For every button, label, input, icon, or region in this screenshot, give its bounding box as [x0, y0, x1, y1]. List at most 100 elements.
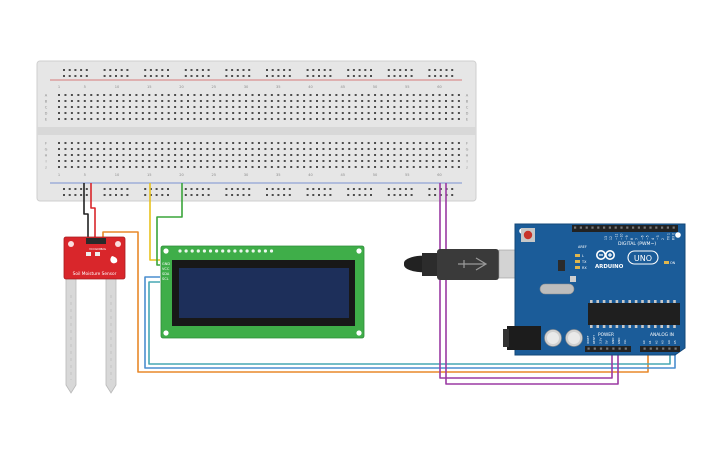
breadboard-hole[interactable] — [328, 118, 331, 120]
breadboard-hole[interactable] — [399, 160, 402, 162]
breadboard-hole[interactable] — [348, 118, 351, 120]
breadboard-hole[interactable] — [232, 160, 235, 162]
breadboard-hole[interactable] — [120, 194, 123, 196]
breadboard-hole[interactable] — [193, 106, 196, 108]
breadboard-hole[interactable] — [180, 94, 183, 96]
breadboard-hole[interactable] — [328, 160, 331, 162]
breadboard-hole[interactable] — [245, 148, 248, 150]
breadboard-hole[interactable] — [103, 100, 106, 102]
breadboard-hole[interactable] — [174, 100, 177, 102]
breadboard-hole[interactable] — [199, 94, 202, 96]
breadboard-hole[interactable] — [148, 148, 151, 150]
breadboard-hole[interactable] — [232, 154, 235, 156]
breadboard-hole[interactable] — [135, 148, 138, 150]
breadboard-hole[interactable] — [257, 148, 260, 150]
breadboard-hole[interactable] — [277, 160, 280, 162]
breadboard-hole[interactable] — [154, 106, 157, 108]
breadboard-hole[interactable] — [425, 112, 428, 114]
breadboard-hole[interactable] — [264, 160, 267, 162]
breadboard-hole[interactable] — [270, 106, 273, 108]
breadboard-hole[interactable] — [70, 142, 73, 144]
breadboard-hole[interactable] — [122, 94, 125, 96]
breadboard-hole[interactable] — [393, 100, 396, 102]
breadboard-hole[interactable] — [96, 118, 99, 120]
breadboard-hole[interactable] — [410, 188, 413, 190]
breadboard-hole[interactable] — [58, 160, 60, 162]
breadboard-hole[interactable] — [432, 94, 435, 96]
breadboard-hole[interactable] — [193, 100, 196, 102]
breadboard-hole[interactable] — [270, 94, 273, 96]
breadboard-hole[interactable] — [393, 142, 396, 144]
breadboard-hole[interactable] — [380, 166, 383, 168]
breadboard-hole[interactable] — [387, 188, 390, 190]
breadboard-hole[interactable] — [387, 69, 390, 71]
breadboard-hole[interactable] — [309, 160, 312, 162]
breadboard-hole[interactable] — [380, 100, 383, 102]
breadboard-hole[interactable] — [109, 94, 112, 96]
breadboard-hole[interactable] — [399, 194, 402, 196]
power-jack[interactable] — [507, 326, 541, 350]
breadboard-hole[interactable] — [341, 166, 344, 168]
breadboard-hole[interactable] — [270, 154, 273, 156]
breadboard-hole[interactable] — [451, 112, 454, 114]
breadboard-hole[interactable] — [361, 154, 364, 156]
breadboard-hole[interactable] — [425, 154, 428, 156]
breadboard-hole[interactable] — [190, 69, 193, 71]
breadboard-hole[interactable] — [96, 166, 99, 168]
breadboard-hole[interactable] — [432, 166, 435, 168]
breadboard-hole[interactable] — [64, 106, 67, 108]
breadboard-hole[interactable] — [116, 148, 119, 150]
breadboard-hole[interactable] — [161, 154, 164, 156]
breadboard-hole[interactable] — [354, 148, 357, 150]
breadboard-hole[interactable] — [116, 106, 119, 108]
breadboard-hole[interactable] — [309, 166, 312, 168]
breadboard-hole[interactable] — [358, 194, 361, 196]
breadboard-hole[interactable] — [399, 118, 402, 120]
breadboard-hole[interactable] — [116, 142, 119, 144]
breadboard-hole[interactable] — [457, 112, 460, 114]
breadboard-hole[interactable] — [347, 194, 350, 196]
breadboard-hole[interactable] — [432, 118, 435, 120]
breadboard-hole[interactable] — [270, 100, 273, 102]
breadboard-hole[interactable] — [149, 188, 152, 190]
breadboard-hole[interactable] — [225, 106, 228, 108]
header-socket[interactable] — [655, 347, 659, 350]
breadboard-hole[interactable] — [206, 100, 209, 102]
breadboard-hole[interactable] — [432, 142, 435, 144]
header-socket[interactable] — [608, 226, 611, 229]
breadboard-hole[interactable] — [126, 75, 129, 77]
breadboard-hole[interactable] — [352, 75, 355, 77]
breadboard-hole[interactable] — [83, 100, 86, 102]
breadboard-hole[interactable] — [361, 166, 364, 168]
wire-green[interactable] — [156, 183, 183, 266]
breadboard-hole[interactable] — [225, 166, 228, 168]
breadboard-hole[interactable] — [225, 188, 228, 190]
breadboard-hole[interactable] — [212, 166, 215, 168]
header-socket[interactable] — [593, 347, 596, 350]
breadboard-hole[interactable] — [425, 106, 428, 108]
breadboard-hole[interactable] — [457, 148, 460, 150]
breadboard-hole[interactable] — [167, 106, 170, 108]
breadboard-hole[interactable] — [309, 106, 312, 108]
breadboard-hole[interactable] — [374, 142, 377, 144]
breadboard-hole[interactable] — [109, 160, 112, 162]
breadboard-hole[interactable] — [341, 112, 344, 114]
breadboard-hole[interactable] — [374, 166, 377, 168]
breadboard-hole[interactable] — [419, 142, 422, 144]
breadboard-hole[interactable] — [161, 142, 164, 144]
breadboard-hole[interactable] — [122, 112, 125, 114]
breadboard-hole[interactable] — [445, 160, 447, 162]
breadboard-hole[interactable] — [238, 106, 241, 108]
breadboard-hole[interactable] — [283, 69, 286, 71]
breadboard-hole[interactable] — [77, 154, 80, 156]
breadboard-hole[interactable] — [58, 118, 60, 120]
breadboard-hole[interactable] — [316, 100, 318, 102]
breadboard-hole[interactable] — [70, 118, 73, 120]
breadboard-hole[interactable] — [115, 69, 117, 71]
breadboard-hole[interactable] — [231, 69, 234, 71]
breadboard-hole[interactable] — [190, 188, 193, 190]
breadboard-hole[interactable] — [74, 75, 77, 77]
breadboard-hole[interactable] — [155, 69, 158, 71]
breadboard-hole[interactable] — [109, 118, 112, 120]
